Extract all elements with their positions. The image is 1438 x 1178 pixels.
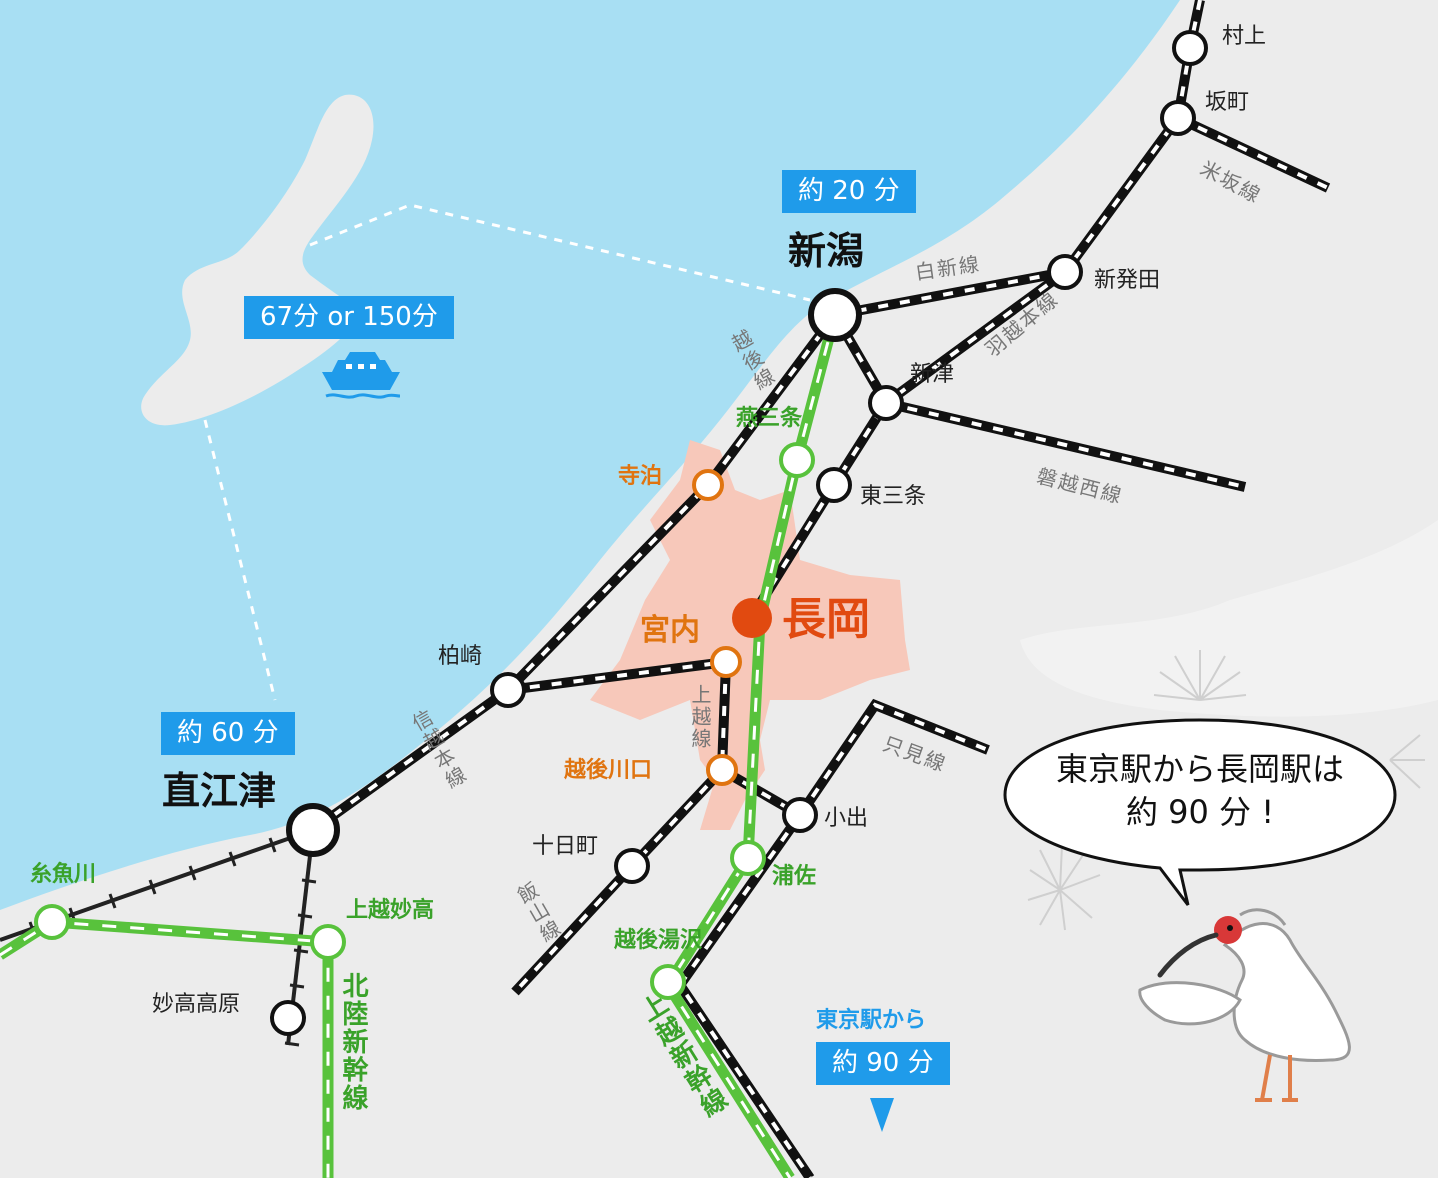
label-teradomari: 寺泊 [618, 464, 663, 489]
station-myokokogen[interactable] [270, 1000, 306, 1036]
station-niitsu[interactable] [868, 385, 904, 421]
label-tokamachi: 十日町 [532, 834, 599, 859]
label-echigoyuzawa: 越後湯沢 [614, 928, 703, 953]
label-naoetsu: 直江津 [162, 769, 277, 813]
sado-island [141, 94, 374, 426]
label-joetsumyoko: 上越妙高 [346, 898, 435, 923]
station-nagaoka[interactable] [732, 598, 772, 638]
station-joetsumyoko[interactable] [310, 924, 346, 960]
tokyo-badge-pointer [870, 1098, 894, 1132]
station-urasa[interactable] [730, 840, 766, 876]
station-sakamachi[interactable] [1160, 100, 1196, 136]
label-murakami: 村上 [1222, 24, 1267, 49]
ibis-mascot-icon [1138, 908, 1351, 1102]
label-higashisanjo: 東三条 [860, 484, 927, 509]
label-nagaoka: 長岡 [782, 594, 870, 645]
label-myokokogen: 妙高高原 [152, 992, 241, 1017]
label-sakamachi: 坂町 [1205, 90, 1250, 115]
badge-niigata-time: 約 20 分 [782, 170, 916, 214]
station-echigoyuzawa[interactable] [650, 964, 686, 1000]
speech-bubble-line2: 約 90 分 ! [1125, 793, 1275, 832]
badge-ferry-time: 67分 or 150分 [244, 296, 454, 340]
station-murakami[interactable] [1172, 30, 1208, 66]
label-niigata: 新潟 [788, 229, 865, 273]
terrain-shade [1020, 520, 1438, 717]
label-niitsu: 新津 [910, 362, 955, 387]
label-joetsu-line: 上越線 [688, 684, 712, 750]
ferry-route-naoetsu [203, 419, 277, 701]
label-kashiwazaki: 柏崎 [438, 644, 483, 669]
station-koide[interactable] [782, 797, 818, 833]
station-miyauchi[interactable] [710, 646, 742, 678]
label-tsubamesanjo: 燕三条 [736, 406, 803, 431]
label-urasa: 浦佐 [772, 864, 817, 889]
station-shibata[interactable] [1047, 254, 1083, 290]
station-naoetsu[interactable] [286, 803, 340, 857]
speech-bubble [1003, 718, 1397, 906]
station-echigokawaguchi[interactable] [706, 754, 738, 786]
station-niigata[interactable] [808, 288, 862, 342]
label-echigokawaguchi: 越後川口 [564, 758, 653, 783]
badge-naoetsu-time: 約 60 分 [161, 712, 295, 756]
station-teradomari[interactable] [692, 469, 724, 501]
speech-bubble-text: 東京駅から長岡駅は 約 90 分 ! [1010, 748, 1390, 834]
badge-tokyo-time: 約 90 分 [816, 1042, 950, 1086]
shinkansen-lines [0, 313, 841, 1178]
label-itoigawa: 糸魚川 [30, 862, 97, 887]
fireworks-icon [1027, 650, 1425, 931]
station-higashisanjo[interactable] [816, 467, 852, 503]
label-tokyo-from: 東京駅から [816, 1008, 927, 1033]
ferry-icon [322, 352, 401, 399]
station-kashiwazaki[interactable] [490, 672, 526, 708]
label-shibata: 新発田 [1094, 268, 1161, 293]
station-itoigawa[interactable] [34, 904, 70, 940]
speech-bubble-line1: 東京駅から長岡駅は [1055, 750, 1344, 788]
station-tokamachi[interactable] [614, 848, 650, 884]
ferry-route-niigata [309, 203, 811, 302]
label-miyauchi: 宮内 [640, 613, 700, 648]
label-koide: 小出 [824, 806, 869, 831]
label-hokuriku-shinkansen: 北陸新幹線 [338, 972, 368, 1112]
station-tsubamesanjo[interactable] [779, 442, 815, 478]
station-markers [34, 30, 1208, 1036]
